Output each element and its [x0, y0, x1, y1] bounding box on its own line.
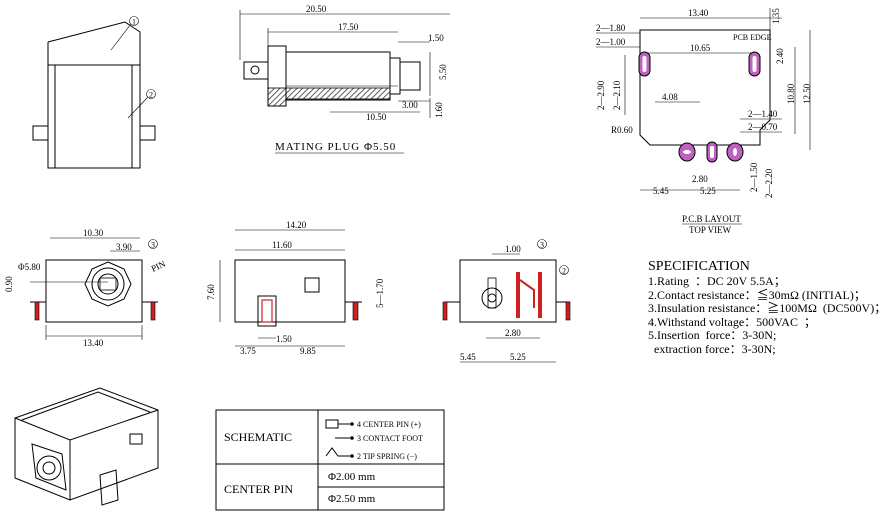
- dim-2x2-90: 2—2.90: [596, 80, 606, 110]
- section-view: 1.00 3 2 2.80 5.45 5.25: [442, 239, 571, 363]
- specification-block: SPECIFICATION 1.Rating ：DC 20V 5.5A； 2.C…: [648, 259, 886, 356]
- pcb-layout-caption: P.C.B LAYOUT: [682, 214, 741, 224]
- dim-10-65: 10.65: [690, 43, 711, 53]
- dim-0-90: 0.90: [4, 276, 14, 292]
- dim-10-50: 10.50: [366, 112, 387, 122]
- dim-2-80b: 2.80: [505, 328, 521, 338]
- balloon-1: 1: [132, 18, 136, 27]
- dim-2x1-50: 2—1.50: [749, 162, 759, 192]
- schematic-label: SCHEMATIC: [224, 430, 292, 444]
- pin-2-label: 2 TIP SPRING (−): [357, 452, 417, 461]
- pcb-layout-subcaption: TOP VIEW: [689, 225, 732, 235]
- dim-5-25b: 5.25: [510, 352, 526, 362]
- dim-2x2-20: 2—2.20: [764, 168, 774, 198]
- balloon-3a: 3: [151, 241, 155, 250]
- dim-r0-60: R0.60: [611, 125, 633, 135]
- dim-5-80: Φ5.80: [18, 262, 41, 272]
- balloon-3b: 3: [540, 241, 544, 250]
- dim-2x1-40: 2—1.40: [748, 109, 778, 119]
- dim-2-80: 2.80: [692, 174, 708, 184]
- dim-2-40: 2.40: [775, 48, 785, 64]
- dim-5-50: 5.50: [438, 64, 448, 80]
- specification-title: SPECIFICATION: [648, 259, 750, 274]
- center-pin-2-50: Φ2.50 mm: [328, 493, 376, 505]
- dim-13-40b: 13.40: [83, 338, 104, 348]
- balloon-2b: 2: [562, 267, 566, 276]
- side-view-plug: 20.50 17.50 1.50 5.50 3.00 10.50 1.60 MA…: [239, 4, 450, 154]
- spec-line-rating: 1.Rating ：DC 20V 5.5A；: [648, 274, 786, 288]
- dim-5-45b: 5.45: [460, 352, 476, 362]
- pcb-layout-view: 13.40 1.35 2—1.80 2—1.00 PCB EDGE 10.65 …: [596, 8, 812, 235]
- dim-4-08: 4.08: [662, 92, 678, 102]
- pin-3-label: 3 CONTACT FOOT: [357, 434, 423, 443]
- spec-line-insulation: 3.Insulation resistance：≧100MΩ (DC500V)；: [648, 301, 887, 315]
- dim-2x2-10: 2—2.10: [612, 80, 622, 110]
- spec-line-insertion: 5.Insertion force：3-30N;: [648, 328, 777, 342]
- pin-4-label: 4 CENTER PIN (+): [357, 420, 421, 429]
- dim-20-50: 20.50: [306, 4, 327, 14]
- dim-2x0-70: 2—0.70: [748, 122, 778, 132]
- dim-11-60: 11.60: [272, 240, 292, 250]
- dim-3-75: 3.75: [240, 346, 256, 356]
- dim-14-20: 14.20: [286, 220, 307, 230]
- dim-3-90: 3.90: [116, 242, 132, 252]
- dim-10-30: 10.30: [83, 228, 104, 238]
- dim-3-00: 3.00: [402, 100, 418, 110]
- dim-1-60: 1.60: [434, 102, 444, 118]
- dim-13-40: 13.40: [688, 8, 709, 18]
- dim-5-25: 5.25: [700, 186, 716, 196]
- center-pin-label: CENTER PIN: [224, 482, 293, 496]
- spec-line-withstand: 4.Withstand voltage：500VAC ；: [648, 314, 816, 329]
- dim-1-00: 1.00: [505, 244, 521, 254]
- balloon-2: 2: [149, 91, 153, 100]
- dim-2x1-80: 2—1.80: [596, 23, 626, 33]
- center-pin-2-00: Φ2.00 mm: [328, 471, 376, 483]
- bottom-iso-view: [14, 387, 159, 506]
- dim-10-80: 10.80: [786, 83, 796, 104]
- spec-line-contact-resistance: 2.Contact resistance：≦30mΩ (INITIAL)；: [648, 287, 866, 302]
- spec-line-extraction: extraction force：3-30N;: [648, 341, 776, 356]
- pin-label: PIN: [150, 258, 168, 273]
- dim-17-50: 17.50: [338, 22, 359, 32]
- mating-plug-caption: MATING PLUG Φ5.50: [275, 141, 396, 153]
- dim-5-45: 5.45: [653, 186, 669, 196]
- contact-foot-section: [516, 272, 520, 318]
- dim-5x1-70: 5—1.70: [375, 278, 385, 308]
- top-iso-view: 1 2: [32, 16, 156, 169]
- pcb-edge-label: PCB EDGE: [733, 33, 772, 42]
- dim-9-85: 9.85: [300, 346, 316, 356]
- dim-7-60: 7.60: [206, 284, 216, 300]
- front-view: 10.30 3.90 3 Φ5.80 0.90 PIN 13.40: [4, 228, 167, 348]
- dim-12-50: 12.50: [802, 83, 812, 104]
- side-view-jack: 14.20 11.60 7.60 5—1.70 1.50 3.75 9.85: [206, 220, 385, 356]
- dim-2x1-00: 2—1.00: [596, 37, 626, 47]
- dim-1-35: 1.35: [771, 8, 781, 24]
- dim-1-50b: 1.50: [276, 334, 292, 344]
- tip-spring-section: [538, 272, 542, 318]
- schematic-table: SCHEMATIC CENTER PIN 4 CENTER PIN (+) 3 …: [215, 409, 445, 511]
- dim-1-50: 1.50: [428, 33, 444, 43]
